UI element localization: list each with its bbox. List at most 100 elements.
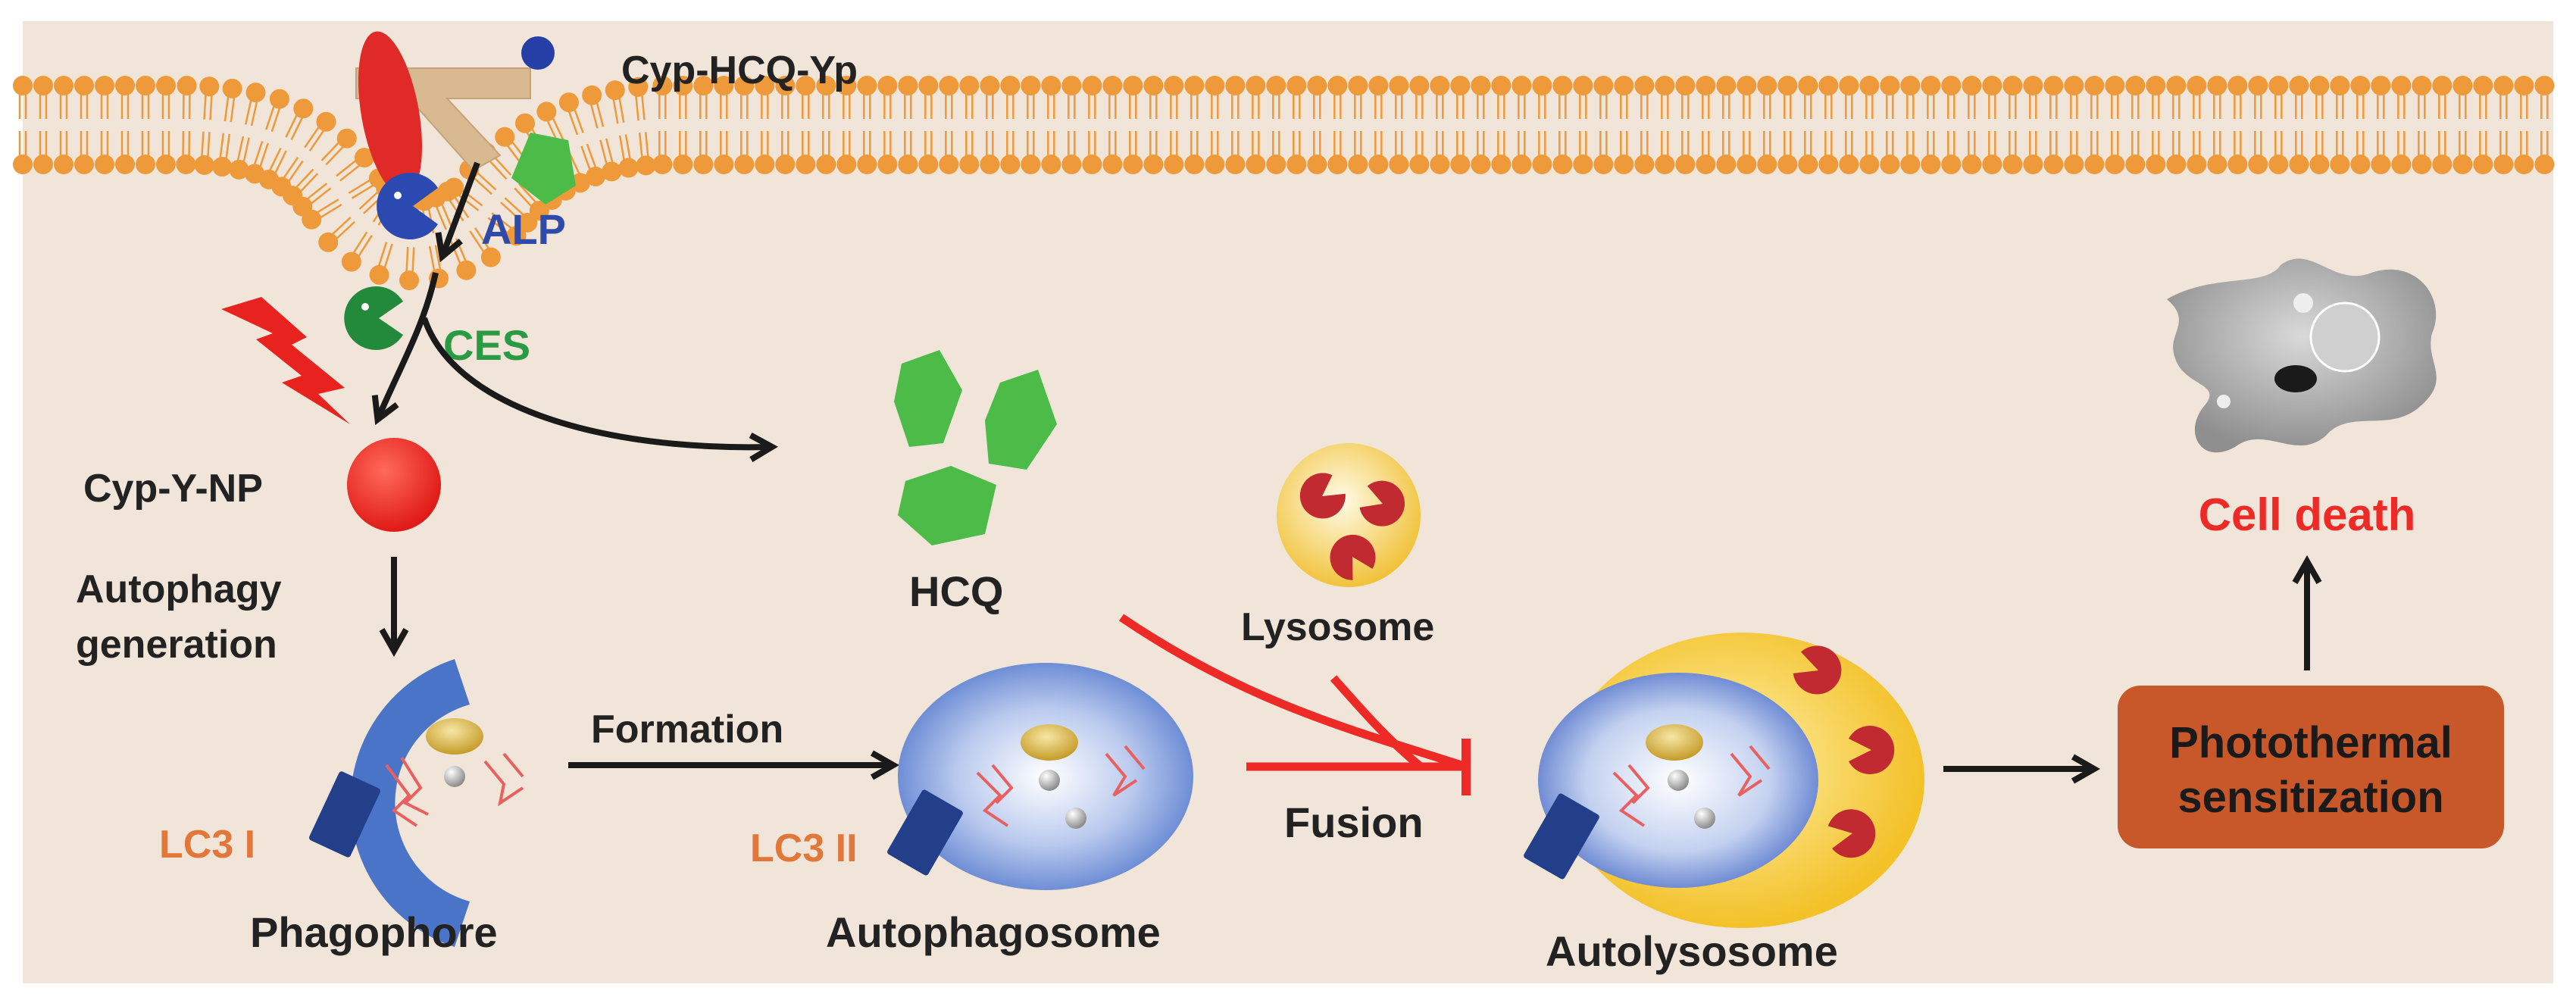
photothermal-box xyxy=(2118,686,2504,848)
lipid-head-inner xyxy=(1184,155,1205,174)
lipid-head-outer xyxy=(877,76,898,95)
lipid-head-outer xyxy=(1327,76,1348,95)
lc3-2-label: LC3 II xyxy=(750,826,858,870)
lipid-head-outer xyxy=(1102,76,1123,95)
lipid-head-inner xyxy=(156,155,176,174)
lipid-head-inner xyxy=(341,252,361,272)
lipid-head-outer xyxy=(293,98,314,119)
lipid-head-outer xyxy=(2125,76,2146,95)
lipid-head-outer xyxy=(1655,76,1675,95)
formation-label: Formation xyxy=(591,708,783,751)
lipid-head-inner xyxy=(1818,155,1839,174)
lipid-head-inner xyxy=(2002,155,2023,174)
lipid-head-inner xyxy=(1491,155,1512,174)
red-ellipse-moiety xyxy=(358,31,423,196)
lipid-head-inner xyxy=(2309,155,2330,174)
lipid-head-inner xyxy=(775,155,796,174)
hcq-label: HCQ xyxy=(909,567,1003,615)
lipid-head-outer xyxy=(95,76,114,95)
ces-label: CES xyxy=(443,321,530,369)
lipid-head-inner xyxy=(2432,155,2453,174)
lipid-head-outer xyxy=(1307,76,1327,95)
autolysosome-label: Autolysosome xyxy=(1546,927,1838,975)
lipid-head-outer xyxy=(1593,76,1614,95)
lipid-head-inner xyxy=(1348,155,1368,174)
lipid-head-outer xyxy=(1532,76,1552,95)
lipid-head-inner xyxy=(2493,155,2514,174)
lipid-head-inner xyxy=(1757,155,1777,174)
lipid-head-inner xyxy=(2248,155,2268,174)
lipid-head-outer xyxy=(1777,76,1798,95)
lipid-head-inner xyxy=(918,155,939,174)
lipid-head-inner xyxy=(2043,155,2064,174)
lipid-head-inner xyxy=(13,155,33,174)
lipid-head-outer xyxy=(1184,76,1205,95)
lipid-head-inner xyxy=(1839,155,1859,174)
lipid-head-outer xyxy=(1286,76,1307,95)
lipid-head-inner xyxy=(2330,155,2350,174)
lipid-head-inner xyxy=(1164,155,1184,174)
lipid-head-inner xyxy=(693,155,714,174)
lipid-head-outer xyxy=(354,148,374,168)
lipid-head-outer xyxy=(775,76,796,95)
lipid-head-inner xyxy=(1389,155,1409,174)
lipid-head-inner xyxy=(1471,155,1491,174)
lipid-head-inner xyxy=(1573,155,1593,174)
lipid-head-inner xyxy=(2146,155,2166,174)
lipid-head-inner xyxy=(2125,155,2146,174)
lipid-head-inner xyxy=(1102,155,1123,174)
photothermal-label-line1: Photothermal xyxy=(2169,718,2453,767)
alp-label: ALP xyxy=(481,205,566,253)
lipid-head-inner xyxy=(1123,155,1143,174)
hcq-fragment-3 xyxy=(898,466,996,545)
lipid-head-outer xyxy=(1614,76,1634,95)
lipid-head-inner xyxy=(2453,155,2473,174)
autophagosome-label: Autophagosome xyxy=(826,908,1161,956)
lipid-head-outer xyxy=(2453,76,2473,95)
lipid-head-outer xyxy=(1696,76,1716,95)
autophagosome-icon xyxy=(887,663,1193,890)
lipid-head-inner xyxy=(2207,155,2227,174)
lipid-head-inner xyxy=(2023,155,2043,174)
ces-enzyme-icon xyxy=(344,286,403,350)
autophagy-label-line2: generation xyxy=(76,623,277,667)
lipid-head-outer xyxy=(959,76,980,95)
lipid-head-inner xyxy=(2227,155,2248,174)
lipid-head-outer xyxy=(1266,76,1286,95)
alp-enzyme-icon xyxy=(377,173,438,239)
lipid-head-inner xyxy=(2268,155,2289,174)
lipid-head-inner xyxy=(1655,155,1675,174)
lipid-head-outer xyxy=(2534,76,2555,95)
lipid-head-inner xyxy=(836,155,857,174)
lipid-head-outer xyxy=(1491,76,1512,95)
lipid-head-outer xyxy=(2289,76,2309,95)
lipid-head-outer xyxy=(156,76,176,95)
lipid-head-outer xyxy=(1839,76,1859,95)
lipid-head-outer xyxy=(1000,76,1021,95)
lipid-head-inner xyxy=(54,155,73,174)
lipid-head-inner xyxy=(212,157,233,177)
lipid-head-inner xyxy=(602,161,622,182)
lipid-head-inner xyxy=(796,155,816,174)
ces-cleavage-arrow xyxy=(371,272,439,426)
lipid-head-outer xyxy=(495,127,515,147)
lipid-head-inner xyxy=(1266,155,1286,174)
lipid-head-inner xyxy=(1900,155,1921,174)
lipid-head-outer xyxy=(2412,76,2432,95)
lipid-head-inner xyxy=(2064,155,2084,174)
lipid-head-outer xyxy=(1389,76,1409,95)
lipid-head-inner xyxy=(456,260,477,280)
lipid-head-outer xyxy=(1716,76,1737,95)
lipid-head-outer xyxy=(1348,76,1368,95)
lipid-head-inner xyxy=(618,158,639,178)
prodrug-label: Cyp-HCQ-Yp xyxy=(621,48,858,92)
lipid-head-inner xyxy=(1061,155,1082,174)
lipid-head-inner xyxy=(1921,155,1941,174)
photothermal-label-line2: sensitization xyxy=(2177,773,2443,822)
lipid-head-outer xyxy=(1962,76,1982,95)
lipid-head-outer xyxy=(1061,76,1082,95)
lipid-head-inner xyxy=(1532,155,1552,174)
lipid-head-inner xyxy=(1962,155,1982,174)
lipid-head-outer xyxy=(177,76,197,96)
